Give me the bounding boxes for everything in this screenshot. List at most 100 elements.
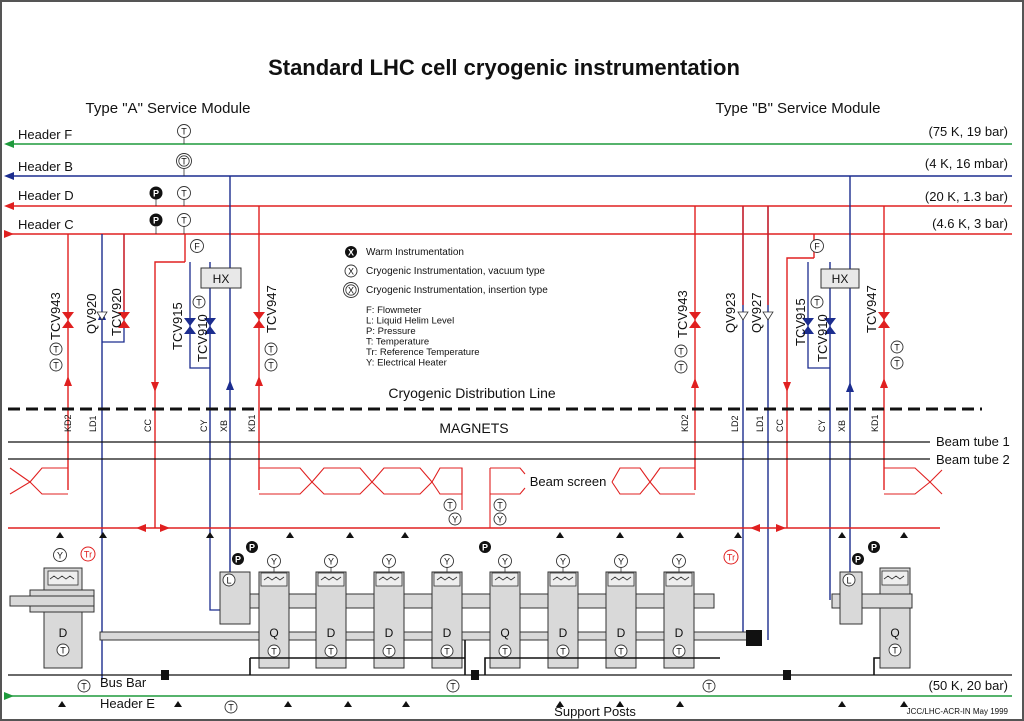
header-c-conditions: (4.6 K, 3 bar) [932, 216, 1008, 231]
svg-text:T: T [53, 361, 59, 371]
temperature-sensor-icon [224, 700, 238, 714]
legend-insertion: Cryogenic Instrumentation, insertion typ… [366, 285, 548, 296]
support-posts-label: Support Posts [554, 704, 636, 719]
vacuum-instrumentation-icon [344, 264, 358, 278]
svg-text:P: P [153, 216, 159, 226]
svg-text:P: P [871, 543, 877, 553]
line-label-cc-a: CC [143, 419, 153, 432]
header-b: Header B (4 K, 16 mbar) [4, 156, 1012, 180]
support-post-marker [206, 532, 214, 538]
module-a-piping: F HX T [64, 176, 263, 680]
valve-label-qv927: QV927 [749, 293, 764, 333]
legend-warm: Warm Instrumentation [366, 247, 464, 258]
beam-screen-label: Beam screen [530, 474, 607, 489]
heat-exchanger-a-label: HX [213, 272, 230, 286]
valve-icon [737, 311, 749, 321]
magnet-unit: DTY [547, 554, 579, 669]
svg-text:Y: Y [444, 557, 450, 567]
beam-screen-cooling [9, 467, 943, 528]
svg-text:T: T [892, 646, 898, 656]
valve-icon [253, 312, 265, 320]
header-c: Header C (4.6 K, 3 bar) [4, 216, 1012, 238]
level-gauge-icon [842, 573, 856, 587]
svg-text:T: T [181, 157, 187, 167]
valve-icon [118, 312, 130, 320]
legend-code-reference-temperature: Tr: Reference Temperature [366, 347, 480, 358]
line-label-ld2-b: LD2 [730, 415, 740, 432]
svg-text:T: T [60, 646, 66, 656]
magnet-type-label: Q [269, 626, 278, 640]
support-post-marker [174, 701, 182, 707]
phase-separator-instruments: L P P P L P P Tr Tr Y [53, 541, 880, 587]
magnet-type-label: D [385, 626, 394, 640]
valve-icon [184, 318, 196, 326]
heater-icon [53, 548, 67, 562]
svg-text:L: L [226, 576, 231, 586]
valve-icon [204, 318, 216, 326]
temperature-sensor-icon [264, 358, 278, 372]
valve-label-tcv910-b: TCV910 [815, 314, 830, 362]
support-post-marker [346, 532, 354, 538]
temperature-sensor-icon [192, 295, 206, 309]
svg-text:T: T [560, 647, 566, 657]
svg-text:T: T [444, 647, 450, 657]
header-c-label: Header C [18, 217, 74, 232]
magnets-label: MAGNETS [439, 420, 508, 436]
header-e: Header E (50 K, 20 bar) T [4, 678, 1012, 714]
page-title: Standard LHC cell cryogenic instrumentat… [268, 55, 740, 80]
magnet-unit: DTY [663, 554, 695, 669]
temperature-sensor-icon [49, 358, 63, 372]
module-b-label: Type "B" Service Module [716, 100, 881, 117]
support-post-marker [99, 532, 107, 538]
magnet-type-label: D [617, 626, 626, 640]
line-label-kd1-b: KD1 [870, 414, 880, 432]
legend-code-heater: Y: Electrical Heater [366, 358, 447, 369]
line-label-kd2-b: KD2 [680, 414, 690, 432]
svg-text:T: T [271, 647, 277, 657]
line-label-ld1-a: LD1 [88, 415, 98, 432]
magnet-type-label: D [443, 626, 452, 640]
support-post-marker [286, 532, 294, 538]
header-d-label: Header D [18, 188, 74, 203]
module-b-valves: TCV943 QV923 QV927 TCV915 TCV910 TCV947 … [674, 285, 904, 374]
svg-text:Y: Y [271, 557, 277, 567]
module-b-piping: F HX T [691, 176, 888, 640]
temperature-sensor-icon [77, 679, 91, 693]
svg-text:P: P [153, 189, 159, 199]
pressure-sensor-icon [852, 553, 864, 565]
magnet-type-label: Q [500, 626, 509, 640]
heater-icon [493, 512, 507, 526]
line-label-xb-a: XB [219, 420, 229, 432]
temperature-sensor-icon [56, 643, 70, 657]
valve-label-tcv920: TCV920 [109, 288, 124, 336]
pressure-sensor-icon [246, 541, 258, 553]
svg-text:F: F [194, 242, 200, 252]
header-d-conditions: (20 K, 1.3 bar) [925, 189, 1008, 204]
svg-text:T: T [497, 501, 503, 511]
magnet-type-label: Q [890, 626, 899, 640]
svg-text:Y: Y [386, 557, 392, 567]
svg-text:Y: Y [676, 557, 682, 567]
magnet-unit: QTY [489, 554, 521, 669]
svg-text:X: X [348, 286, 354, 296]
bus-bar-label: Bus Bar [100, 675, 147, 690]
support-post-marker [284, 701, 292, 707]
pressure-sensor-icon [868, 541, 880, 553]
reference-temperature-icon [723, 549, 739, 565]
svg-text:T: T [81, 682, 87, 692]
svg-text:Y: Y [328, 557, 334, 567]
temperature-sensor-icon [888, 643, 902, 657]
distribution-line-label: Cryogenic Distribution Line [388, 385, 556, 401]
valve-label-qv920: QV920 [84, 294, 99, 334]
svg-text:T: T [502, 647, 508, 657]
support-post-marker [401, 532, 409, 538]
header-f-conditions: (75 K, 19 bar) [929, 124, 1009, 139]
temperature-sensor-icon [443, 498, 457, 512]
svg-text:P: P [855, 555, 861, 565]
svg-text:T: T [676, 647, 682, 657]
svg-text:Y: Y [497, 515, 503, 525]
heat-exchanger-a [200, 267, 242, 289]
svg-text:T: T [228, 703, 234, 713]
